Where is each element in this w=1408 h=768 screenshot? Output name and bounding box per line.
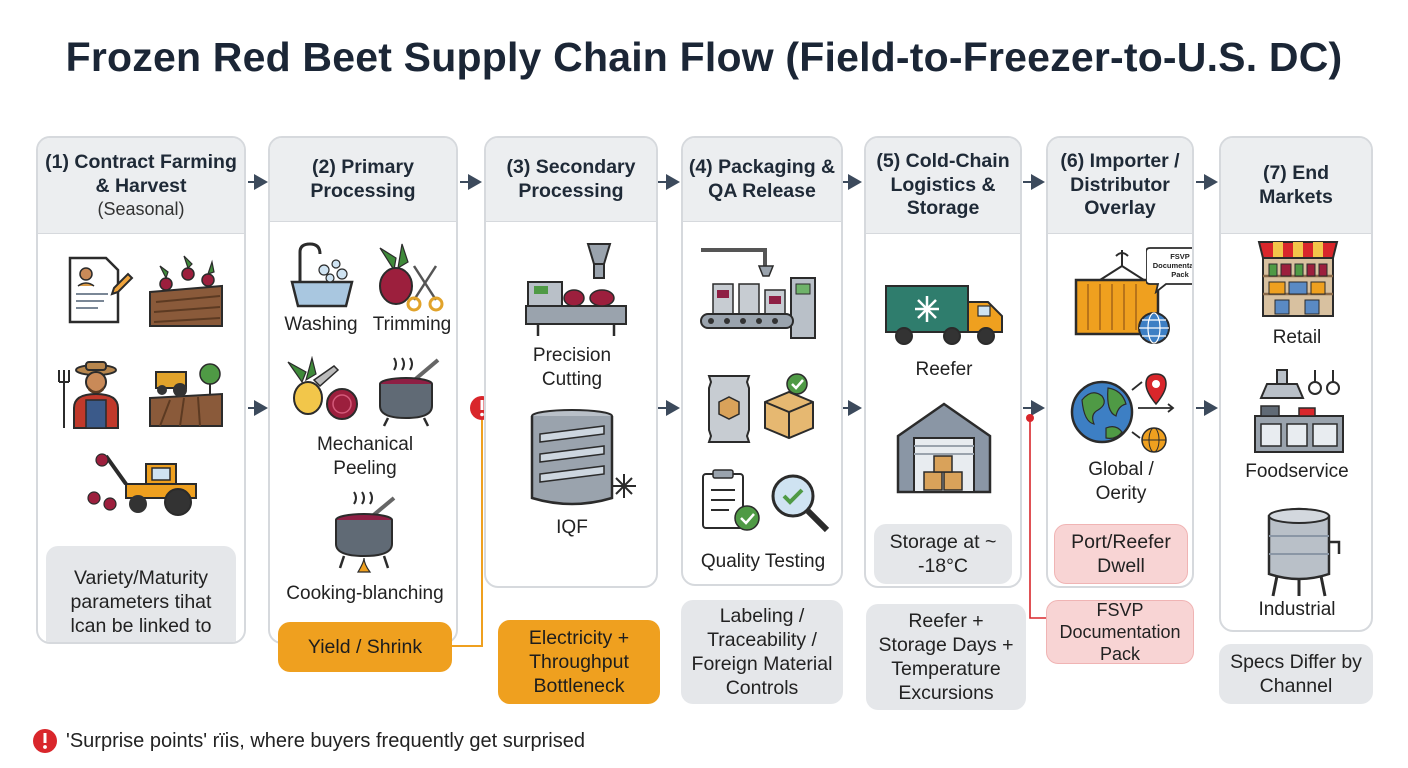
stage-1-header: (1) Contract Farming & Harvest (Seasonal…	[38, 138, 244, 234]
container-crane-icon	[1074, 250, 1170, 344]
reefer-truck-icon	[885, 285, 1003, 345]
stage-1-title: (1) Contract Farming & Harvest	[45, 151, 237, 197]
wash-basin-icon	[290, 242, 354, 308]
cooking-pot-icon	[335, 491, 396, 573]
package-box-icon	[707, 373, 814, 443]
storage-temp-box: Storage at ~ -18°C	[874, 524, 1012, 584]
page-title: Frozen Red Beet Supply Chain Flow (Field…	[65, 34, 1343, 80]
retail-label: Retail	[1272, 327, 1322, 348]
stage-2-title: (2) Primary Processing	[310, 156, 416, 202]
peeling-label: Mechanical Peeling	[316, 434, 414, 479]
stage-2-card: (2) Primary Processing Washing Trimming …	[268, 136, 458, 644]
iqf-label: IQF	[556, 517, 588, 538]
stage-5-note: Reefer + Storage Days + Temperature Excu…	[866, 604, 1026, 710]
cutting-label: Precision Cutting	[532, 345, 612, 390]
stage-5-title: (5) Cold-Chain Logistics & Storage	[876, 150, 1010, 220]
bubble-line: FSVP	[1170, 252, 1190, 261]
industrial-tank-icon	[1267, 507, 1341, 597]
global-oerity-label: Global / Oerity	[1088, 459, 1154, 504]
foodservice-label: Foodservice	[1245, 461, 1349, 482]
stage-5-header: (5) Cold-Chain Logistics & Storage	[866, 138, 1020, 234]
blanching-label: Cooking-blanching	[286, 583, 444, 604]
stage-6-title: (6) Importer / Distributor Overlay	[1060, 150, 1180, 220]
quality-testing-label: Quality Testing	[700, 551, 826, 572]
tractor-icon	[149, 363, 223, 427]
farmer-icon	[58, 361, 119, 429]
legend-text: 'Surprise points' rïis, where buyers fre…	[66, 730, 585, 752]
cooking-pot-icon	[379, 357, 440, 427]
industrial-label: Industrial	[1258, 599, 1336, 620]
retail-store-icon	[1257, 241, 1339, 317]
bubble-line: Pack	[1171, 270, 1189, 279]
stage-3-card: (3) Secondary Processing Precision Cutti…	[484, 136, 658, 588]
kitchen-icon	[1254, 369, 1344, 453]
beet-scissors-icon	[379, 243, 444, 312]
stage-7-note: Specs Differ by Channel	[1219, 644, 1373, 704]
stage-6-header: (6) Importer / Distributor Overlay	[1048, 138, 1192, 234]
magnifier-check-icon	[771, 474, 830, 533]
surprise-connector	[1029, 416, 1046, 619]
stage-4-note: Labeling / Traceability / Foreign Materi…	[681, 600, 843, 704]
stage-1-card: (1) Contract Farming & Harvest (Seasonal…	[36, 136, 246, 644]
bubble-line: Documentation	[1153, 261, 1194, 270]
stage-3-header: (3) Secondary Processing	[486, 138, 656, 222]
legend-surprise-icon	[33, 729, 57, 753]
stage-7-title: (7) End Markets	[1259, 162, 1333, 208]
beet-field-icon	[149, 255, 223, 327]
warehouse-icon	[896, 402, 992, 494]
cutting-machine-icon	[525, 243, 627, 336]
stage-3-title: (3) Secondary Processing	[506, 156, 636, 202]
spiral-freezer-icon	[530, 409, 636, 506]
port-reefer-dwell-callout: Port/Reefer Dwell	[1054, 524, 1188, 584]
checklist-icon	[702, 469, 760, 531]
stage-6-card: (6) Importer / Distributor Overlay FSVP …	[1046, 136, 1194, 588]
contract-icon	[68, 256, 134, 324]
stage-5-card: (5) Cold-Chain Logistics & Storage Reefe…	[864, 136, 1022, 588]
stage-1-note: Variety/Maturity parameters tihat lcan b…	[46, 546, 236, 642]
washing-label: Washing	[284, 314, 358, 335]
stage-7-card: (7) End Markets Retail Foodservice Indus…	[1219, 136, 1373, 632]
packaging-line-icon	[700, 248, 816, 339]
harvester-icon	[87, 453, 197, 516]
surprise-connector	[452, 420, 483, 647]
trimming-label: Trimming	[372, 314, 452, 335]
stage-4-header: (4) Packaging & QA Release	[683, 138, 841, 222]
electricity-callout: Electricity + Throughput Bottleneck	[498, 620, 660, 704]
stage-7-header: (7) End Markets	[1221, 138, 1371, 234]
globe-icon	[1070, 373, 1175, 453]
knife-beet-icon	[287, 356, 358, 420]
documentation-bubble: FSVP Documentation Pack	[1146, 247, 1194, 294]
stage-1-subtitle: (Seasonal)	[97, 199, 185, 219]
stage-4-card: (4) Packaging & QA Release Quality Testi…	[681, 136, 843, 586]
stage-2-header: (2) Primary Processing	[270, 138, 456, 222]
fsvp-callout: FSVP Documentation Pack	[1046, 600, 1194, 664]
reefer-label: Reefer	[915, 359, 973, 380]
stage-4-title: (4) Packaging & QA Release	[688, 156, 836, 202]
yield-shrink-callout: Yield / Shrink	[278, 622, 452, 672]
